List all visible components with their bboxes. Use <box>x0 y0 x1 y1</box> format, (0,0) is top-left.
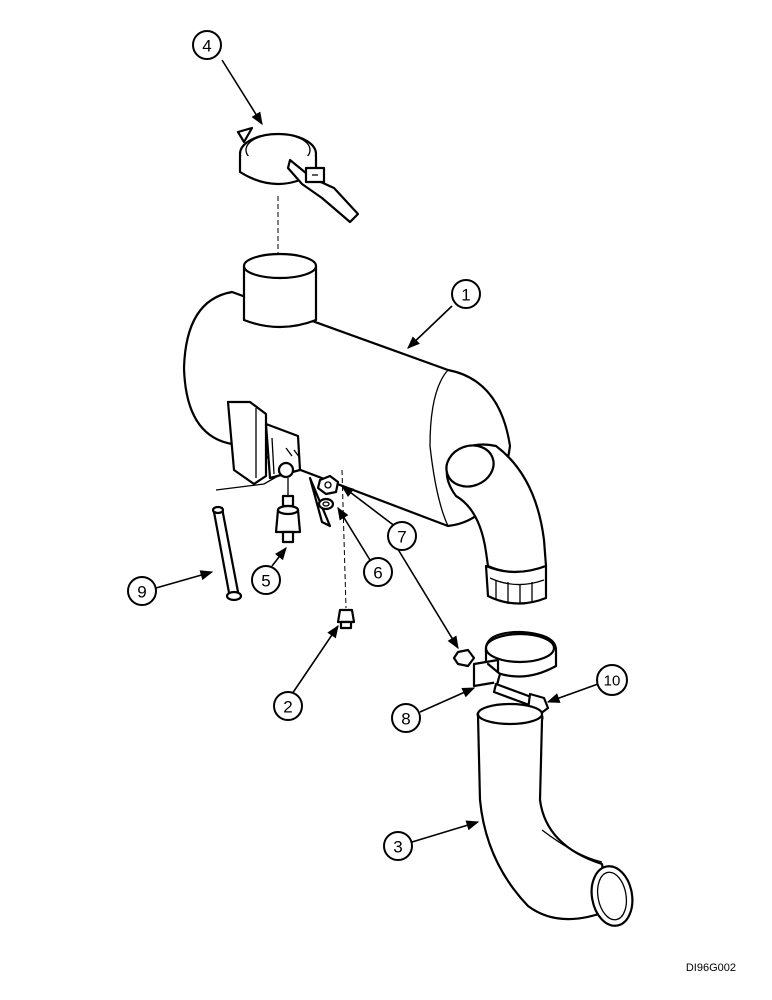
callout-1: 1 <box>451 279 481 309</box>
exhaust-elbow-pipe <box>476 702 634 927</box>
isolator <box>274 478 302 544</box>
callout-7: 7 <box>387 521 417 551</box>
callout-label: 9 <box>137 583 146 602</box>
callout-label: 2 <box>283 698 292 717</box>
bolt <box>336 469 356 630</box>
rain-cap <box>236 126 360 224</box>
callout-4: 4 <box>192 30 222 60</box>
callout-10: 10 <box>596 664 628 696</box>
callout-label: 4 <box>202 37 211 56</box>
callout-label: 3 <box>393 838 402 857</box>
drawing-code: DI96G002 <box>685 962 736 974</box>
nut-and-washer <box>316 474 340 511</box>
callout-8: 8 <box>391 703 421 733</box>
callout-2: 2 <box>273 691 303 721</box>
leader-lines <box>155 59 599 843</box>
callout-9: 9 <box>127 576 157 606</box>
muffler <box>182 252 548 605</box>
clamp <box>452 630 558 690</box>
callout-label: 6 <box>373 564 382 583</box>
pin <box>211 475 279 602</box>
callout-label: 1 <box>461 286 470 305</box>
callout-label: 8 <box>401 710 410 729</box>
callout-label: 7 <box>397 528 406 547</box>
callout-6: 6 <box>363 557 393 587</box>
callout-label: 5 <box>261 572 270 591</box>
callout-3: 3 <box>383 831 413 861</box>
callout-label: 10 <box>604 673 621 690</box>
callout-5: 5 <box>251 565 281 595</box>
